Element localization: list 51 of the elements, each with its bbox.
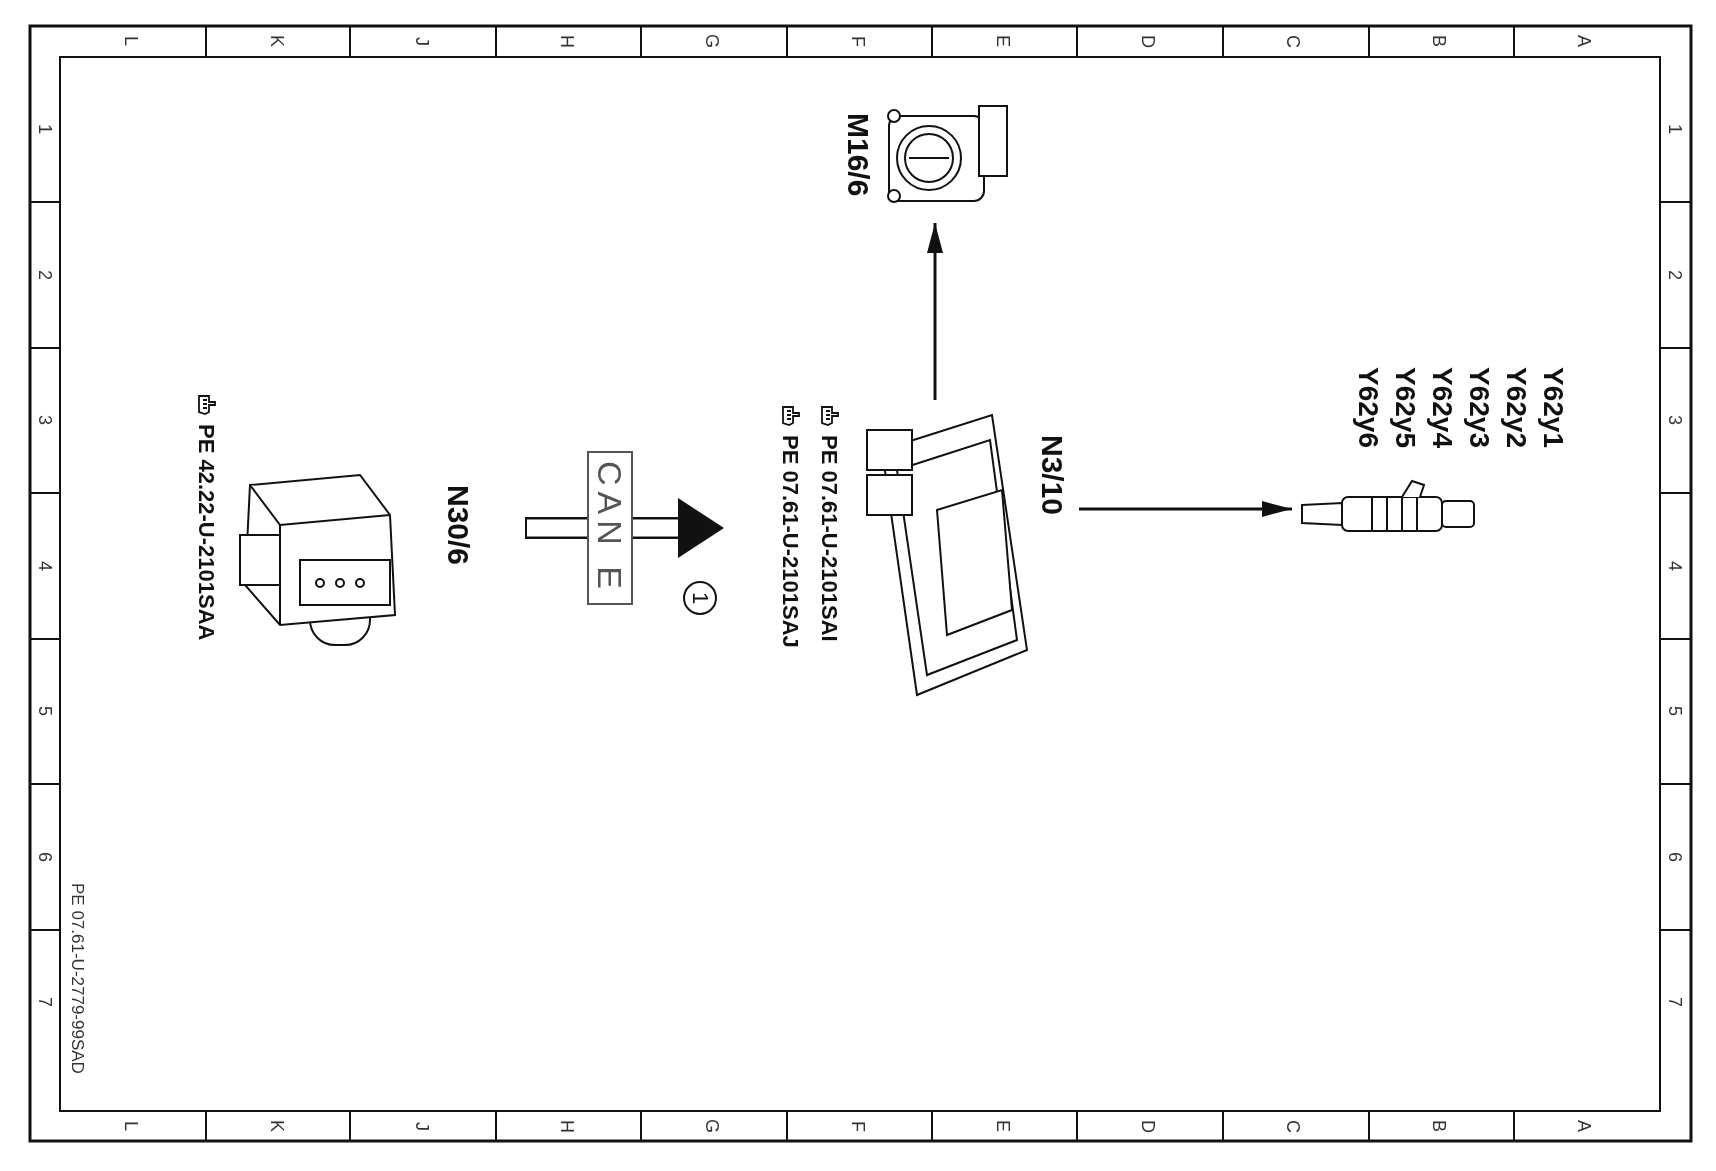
grid-reference: E (994, 1120, 1012, 1132)
component-label: Y62y6 (1354, 367, 1382, 448)
grid-reference: 4 (1666, 561, 1684, 571)
grid-reference: D (1139, 34, 1157, 48)
component-label: Y62y2 (1502, 367, 1530, 448)
reference-text: PE 07.61-U-2101SAI (818, 435, 840, 642)
grid-reference: 2 (1666, 270, 1684, 280)
component-label: Y62y4 (1428, 367, 1456, 448)
grid-reference: B (1430, 35, 1448, 47)
grid-reference: 5 (36, 706, 54, 716)
grid-reference: G (703, 1119, 721, 1133)
grid-reference: K (268, 1120, 286, 1132)
component-label: N3/10 (1037, 435, 1067, 516)
grid-reference: J (413, 1121, 431, 1131)
grid-reference: 7 (1666, 997, 1684, 1007)
document-reference: PE 07.61-U-2779-99SAD (68, 882, 86, 1074)
reference-text: PE 07.61-U-2101SAJ (779, 435, 801, 648)
component-label: Y62y5 (1391, 367, 1419, 448)
grid-reference: 2 (36, 270, 54, 280)
grid-reference: G (703, 34, 721, 48)
grid-reference: L (122, 1121, 140, 1131)
reference-text: PE 42.22-U-2101SAA (195, 424, 217, 641)
callout-number: 1 (683, 581, 717, 615)
grid-reference: B (1430, 1120, 1448, 1132)
grid-reference: H (558, 1119, 576, 1133)
grid-reference: A (1575, 1120, 1593, 1132)
grid-reference: C (1284, 1119, 1302, 1133)
grid-reference: J (413, 36, 431, 46)
grid-reference: 1 (1666, 124, 1684, 134)
grid-reference: L (122, 36, 140, 46)
grid-reference: K (268, 35, 286, 47)
component-label: N30/6 (443, 485, 473, 566)
grid-reference: 3 (36, 415, 54, 425)
grid-reference: 1 (36, 124, 54, 134)
grid-reference: 6 (36, 852, 54, 862)
grid-reference: F (849, 35, 867, 47)
grid-reference: H (558, 34, 576, 48)
edge-label: CAN E (586, 451, 633, 605)
grid-reference: 5 (1666, 706, 1684, 716)
grid-reference: 7 (36, 997, 54, 1007)
grid-reference: 3 (1666, 415, 1684, 425)
grid-reference: F (849, 1120, 867, 1132)
grid-reference: 6 (1666, 852, 1684, 862)
grid-reference: A (1575, 35, 1593, 47)
grid-reference: E (994, 35, 1012, 47)
grid-reference: 4 (36, 561, 54, 571)
component-label: Y62y1 (1539, 367, 1567, 448)
component-label: Y62y3 (1465, 367, 1493, 448)
component-label: M16/6 (843, 113, 873, 197)
grid-reference: C (1284, 34, 1302, 48)
grid-reference: D (1139, 1119, 1157, 1133)
